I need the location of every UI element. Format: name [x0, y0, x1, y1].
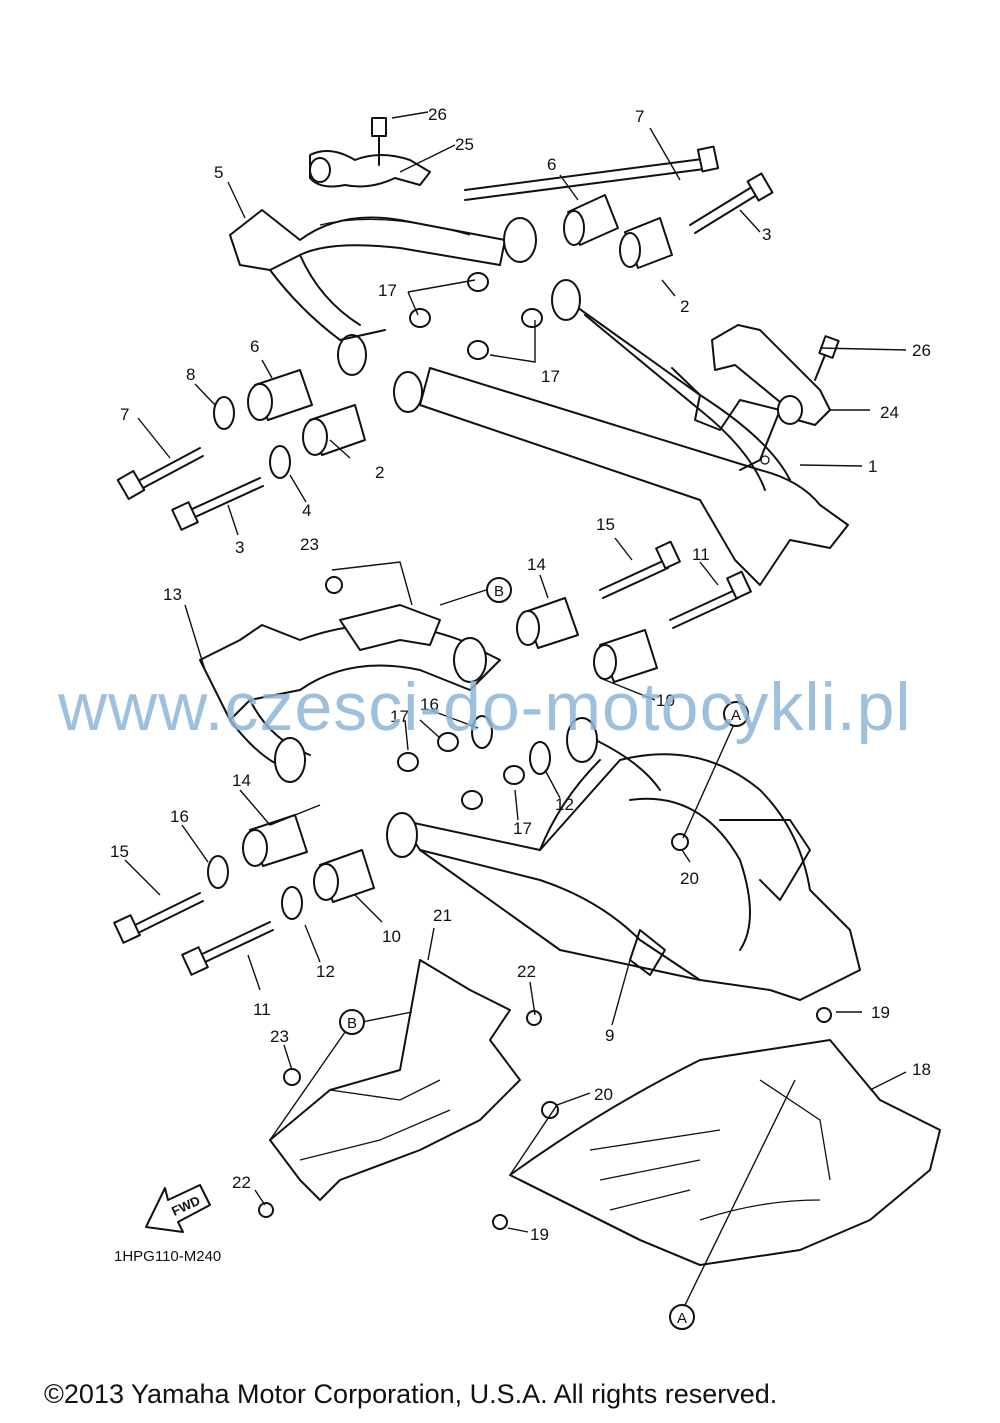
callout-20: 20: [680, 869, 699, 888]
watermark-text: www.czesci-do-motocykli.pl: [58, 669, 912, 745]
callout-19: 19: [530, 1225, 549, 1244]
callout-12: 12: [555, 795, 574, 814]
callout-14: 14: [232, 771, 251, 790]
callout-11: 11: [692, 545, 710, 564]
callout-22: 22: [517, 962, 536, 981]
lower-arm-part-9: [386, 717, 861, 1001]
ref-b-bottom: B: [347, 1015, 357, 1032]
callout-13: 13: [163, 585, 182, 604]
callout-numbers: 26 25 5 6 7 3 2 17 17 6 8 7 2 4 3 26 24 …: [110, 105, 931, 1244]
callout-26: 26: [912, 341, 931, 360]
callout-17: 17: [541, 367, 560, 386]
callout-5: 5: [214, 163, 223, 182]
callout-25: 25: [455, 135, 474, 154]
callout-9: 9: [605, 1026, 614, 1045]
copyright-notice: ©2013 Yamaha Motor Corporation, U.S.A. A…: [44, 1379, 778, 1409]
callout-26: 26: [428, 105, 447, 124]
clamp-part-24: [711, 324, 831, 426]
ref-a-top: A: [731, 707, 741, 724]
reference-markers: B A B A: [339, 577, 749, 1330]
lower-bracket-part-13: [199, 604, 501, 783]
ref-a-bottom: A: [677, 1310, 687, 1327]
skid-plate-part-18: [509, 1039, 941, 1266]
bushings: [207, 194, 673, 920]
callout-3: 3: [762, 225, 771, 244]
callout-21: 21: [433, 906, 452, 925]
callout-17: 17: [390, 707, 409, 726]
callout-10: 10: [656, 691, 675, 710]
callout-18: 18: [912, 1060, 931, 1079]
callout-15: 15: [596, 515, 615, 534]
callout-10: 10: [382, 927, 401, 946]
callout-2: 2: [375, 463, 384, 482]
callout-23: 23: [300, 535, 319, 554]
callout-17: 17: [378, 281, 397, 300]
callout-14: 14: [527, 555, 546, 574]
callout-16: 16: [170, 807, 189, 826]
callout-3: 3: [235, 538, 244, 557]
callout-23: 23: [270, 1027, 289, 1046]
nuts: [258, 272, 832, 1230]
callout-24: 24: [880, 403, 899, 422]
callout-1: 1: [868, 457, 877, 476]
callout-17: 17: [513, 819, 532, 838]
callout-20: 20: [594, 1085, 613, 1104]
diagram-code: 1HPG110-M240: [114, 1248, 222, 1265]
upper-bracket-part-5: [229, 150, 506, 376]
upper-arm-part-1: [393, 279, 849, 586]
callout-4: 4: [302, 501, 311, 520]
guard-part-21: [269, 959, 521, 1201]
callout-7: 7: [120, 405, 129, 424]
callout-6: 6: [250, 337, 259, 356]
callout-11: 11: [253, 1000, 271, 1019]
callout-19: 19: [871, 1003, 890, 1022]
callout-22: 22: [232, 1173, 251, 1192]
ref-b-top: B: [494, 583, 504, 600]
callout-12: 12: [316, 962, 335, 981]
callout-6: 6: [547, 155, 556, 174]
callout-8: 8: [186, 365, 195, 384]
bolts: [113, 117, 840, 976]
callout-15: 15: [110, 842, 129, 861]
leader-lines: [124, 111, 907, 1306]
callout-16: 16: [420, 695, 439, 714]
callout-7: 7: [635, 107, 644, 126]
callout-2: 2: [680, 297, 689, 316]
fwd-arrow-icon: FWD: [145, 1184, 211, 1233]
